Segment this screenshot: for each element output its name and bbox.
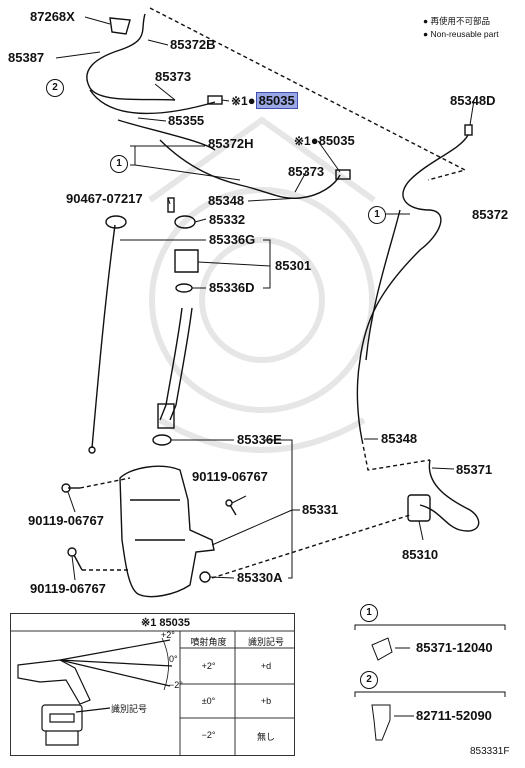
nozzle-85348d <box>464 124 473 136</box>
part-85372[interactable]: 85372 <box>472 207 509 222</box>
table-code-2: +b <box>260 696 272 706</box>
hose-85348-lower <box>361 439 431 471</box>
table-header-angle: 噴射角度 <box>190 637 227 647</box>
part-85348-upper[interactable]: 85348 <box>208 193 245 208</box>
hose-85355 <box>117 119 216 151</box>
nozzle-drawing <box>17 659 91 705</box>
part-85310[interactable]: 85310 <box>402 547 439 562</box>
part-85035-lower[interactable]: ※1●85035 <box>294 133 355 149</box>
part-85372b[interactable]: 85372B <box>170 37 216 52</box>
ring-85336e <box>152 434 172 446</box>
hose-85372b <box>86 13 176 101</box>
dot-mark-b: ● <box>310 133 319 148</box>
washer-tank-85331 <box>119 465 215 598</box>
legend-jp: 再使用不可部品 <box>430 16 491 26</box>
part-85035-highlight[interactable]: 85035 <box>255 92 298 109</box>
part-90119-06767-lower-left[interactable]: 90119-06767 <box>30 581 106 596</box>
clip-drawing <box>371 704 391 741</box>
key-part-82711-52090[interactable]: 82711-52090 <box>416 708 492 723</box>
dot-mark: ● <box>247 93 256 108</box>
hose-85372h <box>159 139 341 200</box>
part-85372h[interactable]: 85372H <box>208 136 254 151</box>
table-angle-1: +2° <box>201 661 216 671</box>
hose-85372-right <box>356 134 469 441</box>
hose-85373 <box>89 89 216 115</box>
watermark-emblem <box>148 116 376 453</box>
legend-dot-en: ● <box>423 29 429 39</box>
legend-dot: ● <box>423 16 429 26</box>
legend: ● 再使用不可部品 ● Non-reusable part <box>423 15 499 41</box>
table-header-code: 識別記号 <box>247 637 284 647</box>
key-part-85371-12040[interactable]: 85371-12040 <box>416 640 493 655</box>
table-code-3: 無し <box>256 732 275 742</box>
marking-drawing <box>41 704 83 732</box>
part-85336d[interactable]: 85336D <box>209 280 255 295</box>
angle-down-label: −2° <box>169 680 183 690</box>
part-85373-lower[interactable]: 85373 <box>288 164 325 179</box>
table-angle-2: ±0° <box>201 696 216 706</box>
bolt-middle <box>229 504 237 516</box>
part-85035-lower-number: 85035 <box>318 133 355 148</box>
legend-en: Non-reusable part <box>430 29 499 39</box>
reference-code: 853331F <box>470 746 510 757</box>
part-85373-upper[interactable]: 85373 <box>155 69 192 84</box>
table-code-1: +d <box>260 661 272 671</box>
table-angle-3: −2° <box>201 730 216 740</box>
callout-1-diagram-left: 1 <box>110 155 128 173</box>
part-90119-06767-upper-left[interactable]: 90119-06767 <box>28 513 104 528</box>
part-85348d[interactable]: 85348D <box>450 93 496 108</box>
part-85035-upper[interactable]: ※1●85035 <box>231 92 298 109</box>
bolt-left-lower <box>73 554 83 571</box>
marking-label: 識別記号 <box>111 704 148 714</box>
part-85336e[interactable]: 85336E <box>237 432 282 447</box>
key-callout-1: 1 <box>360 604 378 622</box>
part-85387[interactable]: 85387 <box>8 50 45 65</box>
part-85348-lower[interactable]: 85348 <box>381 431 418 446</box>
part-85301[interactable]: 85301 <box>275 258 312 273</box>
inlet-85301 <box>174 249 199 273</box>
part-85355[interactable]: 85355 <box>168 113 205 128</box>
part-90467-07217[interactable]: 90467-07217 <box>66 191 143 206</box>
part-85330a[interactable]: 85330A <box>237 570 283 585</box>
dashed-boundary-top <box>149 7 467 181</box>
callout-2-diagram: 2 <box>46 79 64 97</box>
filler-cap <box>105 215 127 229</box>
part-87268x[interactable]: 87268X <box>30 9 75 24</box>
note-mark: ※1 <box>231 94 248 108</box>
part-85332[interactable]: 85332 <box>209 212 246 227</box>
connector-85035-lower <box>335 169 351 180</box>
angle-mid-label: 0° <box>169 654 178 664</box>
note-mark-b: ※1 <box>294 134 311 148</box>
part-85331[interactable]: 85331 <box>302 502 339 517</box>
spray-angle-table: ※1 85035 噴射角度 識別記号 +2° +d ±0° +b −2° 無し … <box>10 613 295 756</box>
part-90119-06767-middle[interactable]: 90119-06767 <box>192 469 268 484</box>
clamp-drawing <box>371 637 393 661</box>
callout-1-diagram-right: 1 <box>368 206 386 224</box>
part-85336g[interactable]: 85336G <box>209 232 256 247</box>
ring-85336d <box>175 283 193 293</box>
key-callout-2: 2 <box>360 671 378 689</box>
level-gauge-rod <box>91 224 116 449</box>
part-85371[interactable]: 85371 <box>456 462 493 477</box>
clip-90467 <box>167 197 175 213</box>
grommet-85330a <box>199 571 211 583</box>
filler-neck <box>159 307 183 421</box>
clamp-87268x <box>109 17 131 35</box>
angle-up-label: +2° <box>161 630 175 640</box>
hose-85371 <box>419 459 480 532</box>
table-title: ※1 85035 <box>141 617 190 629</box>
